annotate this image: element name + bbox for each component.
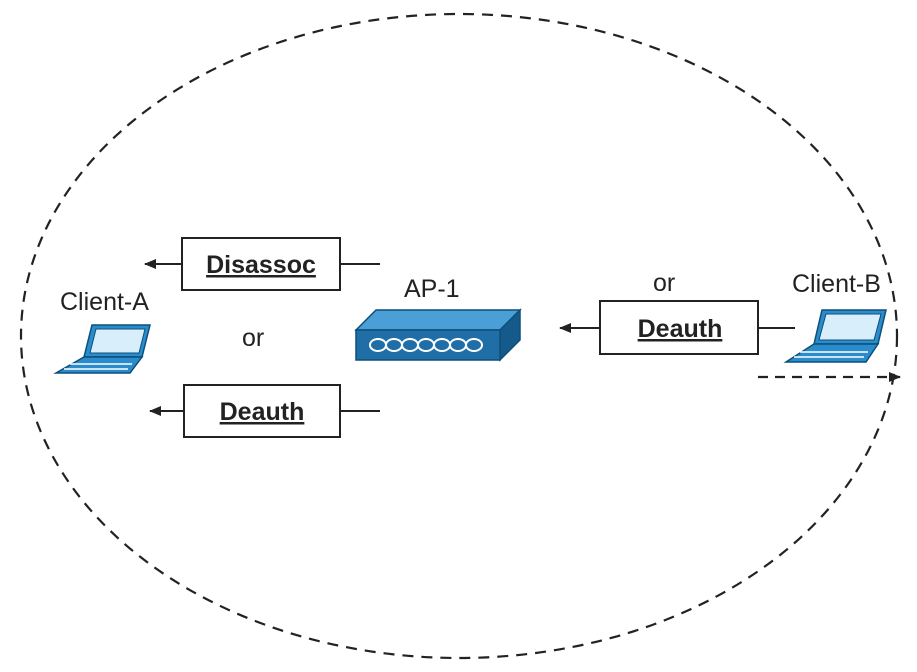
coverage-cell-boundary xyxy=(19,12,899,660)
deauth-frame-to-client-a: Deauth xyxy=(149,384,380,438)
client-a-label: Client-A xyxy=(60,288,149,316)
or-label-client-b: or xyxy=(653,269,675,297)
deauth-frame-from-client-b: Deauth xyxy=(559,300,795,355)
deauth-frame-label-a: Deauth xyxy=(220,398,305,426)
access-point-icon xyxy=(354,308,522,362)
deauth-frame-label-b: Deauth xyxy=(638,315,723,343)
disassoc-frame-to-client-a: Disassoc xyxy=(144,237,380,291)
client-a-laptop-icon xyxy=(53,324,151,374)
disassoc-frame-label: Disassoc xyxy=(206,251,316,279)
ap-1-label: AP-1 xyxy=(404,275,460,303)
or-label-client-a: or xyxy=(242,324,264,352)
client-b-label: Client-B xyxy=(792,270,881,298)
client-b-laptop-icon xyxy=(783,309,887,363)
